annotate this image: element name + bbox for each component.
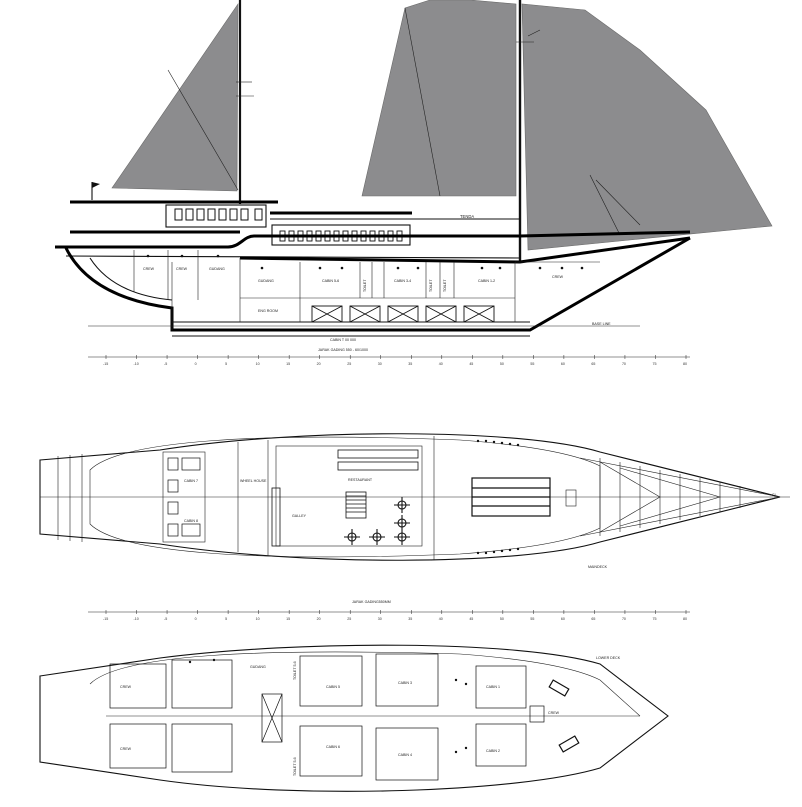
- label-cl: CL: [772, 493, 777, 497]
- ruler-tick-label: 30: [378, 362, 382, 366]
- lower-deck-outline: [39, 644, 669, 792]
- ruler-tick-label: 15: [286, 617, 290, 621]
- ruler-tick-label: 40: [439, 362, 443, 366]
- label-toilet-a: TOILET 5-6: [293, 661, 297, 680]
- ruler-tick-label: -5: [164, 617, 167, 621]
- ruler-tick-label: 0: [195, 362, 197, 366]
- ruler-tick-label: 65: [591, 617, 595, 621]
- ruler-tick-label: 35: [408, 362, 412, 366]
- label-cabin-1: CABIN 1: [486, 685, 500, 689]
- label-wheelhouse: WHEEL HOUSE: [240, 479, 267, 483]
- profile-ruler-ticks: -15 -10 -5 0 5 10 15 20 25 30 35 40 45 50 55 60 65 70 75 80: [103, 355, 687, 366]
- label-cabin-5: CABIN 5: [326, 685, 340, 689]
- label-crew: CREW: [548, 711, 560, 715]
- ruler-tick-label: 10: [256, 617, 260, 621]
- ruler-tick-label: 0: [195, 617, 197, 621]
- ruler-tick-label: 35: [408, 617, 412, 621]
- fore-mainsail: [111, 3, 239, 192]
- restaurant-tables: [344, 497, 410, 545]
- ruler-tick-label: -15: [103, 362, 108, 366]
- ruler-tick-label: 55: [530, 362, 534, 366]
- ruler-tick-label: 80: [683, 362, 687, 366]
- label-scale-1: CABIN T 00 000: [330, 338, 356, 342]
- label-tenda: TENDA: [460, 214, 474, 219]
- mainsail-right: [521, 3, 773, 251]
- ruler-tick-label: 25: [347, 362, 351, 366]
- ruler-tick-label: 45: [469, 362, 473, 366]
- label-main-scale: JARAK GADING550MM: [352, 600, 391, 604]
- ruler-tick-label: 30: [378, 617, 382, 621]
- lower-deck-cabins: [109, 653, 545, 781]
- label-cabin-6: CABIN 6: [326, 745, 340, 749]
- ruler-tick-label: 70: [622, 617, 626, 621]
- ruler-tick-label: 10: [256, 362, 260, 366]
- ruler-tick-label: 45: [469, 617, 473, 621]
- ruler-tick-label: 55: [530, 617, 534, 621]
- ruler-tick-label: 75: [652, 362, 656, 366]
- label-cabin-4: CABIN 4: [398, 753, 412, 757]
- ruler-tick-label: 50: [500, 362, 504, 366]
- ruler-tick-label: -10: [134, 362, 139, 366]
- ruler-tick-label: 75: [652, 617, 656, 621]
- label-crew-b: CREW: [120, 747, 132, 751]
- label-galley: GALLEY: [292, 514, 307, 518]
- ruler-tick-label: 5: [225, 362, 227, 366]
- label-cabin-3: CABIN 3: [398, 681, 412, 685]
- label-crew-a: CREW: [120, 685, 132, 689]
- ruler-tick-label: 20: [317, 617, 321, 621]
- main-deck-ruler-ticks: -15 -10 -5 0 5 10 15 20 25 30 35 40 45 50 55 60 65 70 75 80: [103, 610, 687, 621]
- label-cabin-5-6: CABIN 5-6: [322, 279, 339, 283]
- label-gudang-1: GUDANG: [209, 267, 225, 271]
- label-restaurant: RESTAURANT: [348, 478, 373, 482]
- label-baseline: BASE LINE: [592, 322, 611, 326]
- bowsprit-rigging: [579, 457, 781, 537]
- main-deck-plan: CABIN 7 CABIN 8 WHEEL HOUSE RESTAURANT G…: [39, 433, 790, 621]
- label-gudang: GUDANG: [250, 665, 266, 669]
- ruler-tick-label: 20: [317, 362, 321, 366]
- ruler-tick-label: 5: [225, 617, 227, 621]
- label-crew-1: CREW: [143, 267, 155, 271]
- label-cabin-7: CABIN 7: [184, 479, 198, 483]
- label-cabin-1-2: CABIN 1-2: [478, 279, 495, 283]
- ruler-tick-label: -15: [103, 617, 108, 621]
- mainsail-left: [361, 0, 517, 197]
- label-gudang-2: GUDANG: [258, 279, 274, 283]
- ruler-tick-label: 25: [347, 617, 351, 621]
- label-lower-deck: LOWER DECK: [596, 656, 621, 660]
- label-scale-2: JARAK GADING 550 - 60/1000: [318, 348, 368, 352]
- deckhouse-windows: [174, 208, 263, 221]
- label-cabin-2: CABIN 2: [486, 749, 500, 753]
- profile-view: TENDA: [55, 0, 773, 366]
- label-eng-room: ENG ROOM: [258, 309, 278, 313]
- ruler-tick-label: -10: [134, 617, 139, 621]
- ruler-tick-label: 60: [561, 362, 565, 366]
- ruler-tick-label: 60: [561, 617, 565, 621]
- ruler-tick-label: 80: [683, 617, 687, 621]
- label-crew-3: CREW: [552, 275, 564, 279]
- ruler-tick-label: 40: [439, 617, 443, 621]
- label-toilet-2: TOILET: [429, 279, 433, 292]
- ruler-tick-label: -5: [164, 362, 167, 366]
- label-cabin-8: CABIN 8: [184, 519, 198, 523]
- lower-deck-plan: LOWER DECK GUDANG CABIN 5 CABIN 6 CABIN …: [39, 644, 669, 792]
- label-toilet-b: TOILET 5-6: [293, 757, 297, 776]
- ruler-tick-label: 65: [591, 362, 595, 366]
- label-crew-2: CREW: [176, 267, 188, 271]
- label-maindeck: MAINDECK: [588, 565, 608, 569]
- tank-boxes: [311, 305, 495, 323]
- label-cabin-3-4: CABIN 3-4: [394, 279, 411, 283]
- label-toilet-1: TOILET: [363, 279, 367, 292]
- ruler-tick-label: 15: [286, 362, 290, 366]
- ruler-tick-label: 50: [500, 617, 504, 621]
- label-toilet-3: TOILET: [443, 279, 447, 292]
- ruler-tick-label: 70: [622, 362, 626, 366]
